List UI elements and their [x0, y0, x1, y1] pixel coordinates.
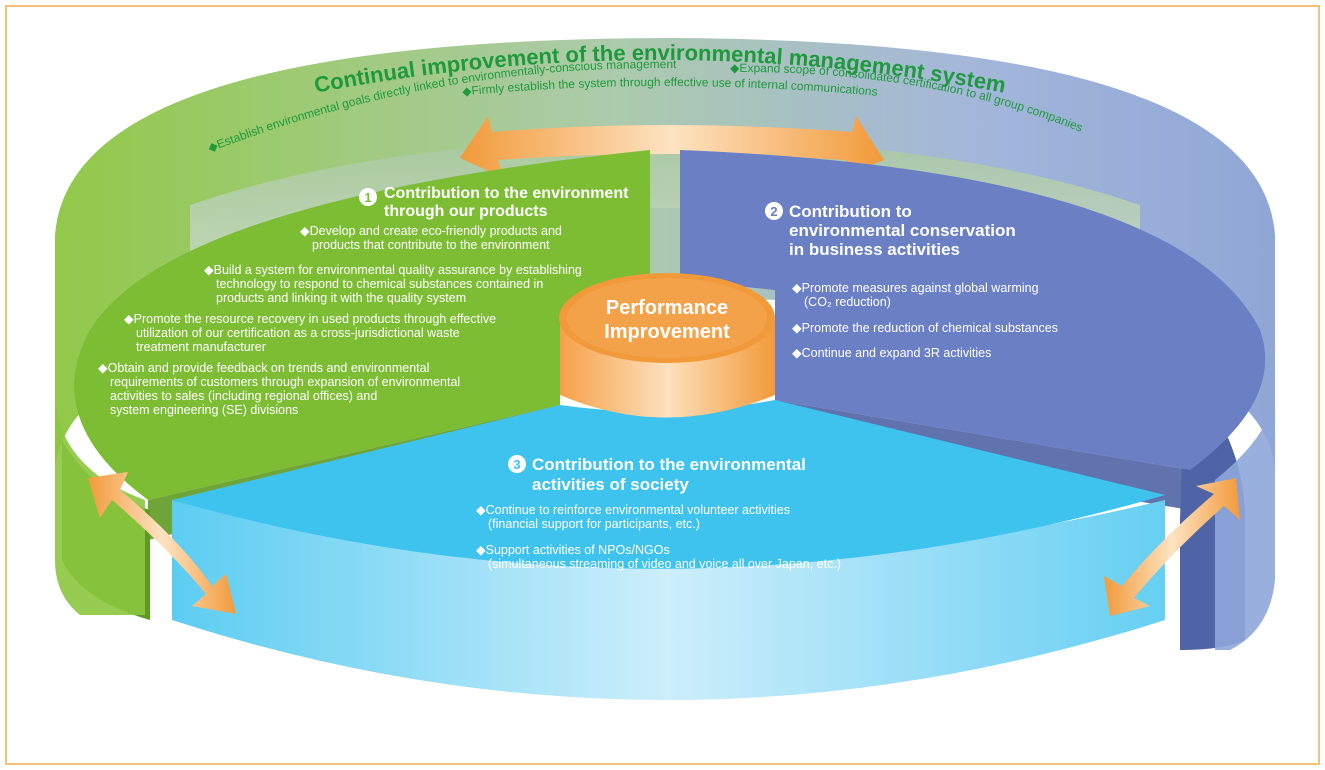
green-ring-front: [55, 230, 145, 615]
section1-item-4-line-4: system engineering (SE) divisions: [110, 403, 298, 417]
section3-items: ◆Continue to reinforce environmental vol…: [476, 503, 841, 571]
section1-item-3-line-1: ◆Promote the resource recovery in used p…: [124, 312, 496, 326]
section1-title-line1: Contribution to the environment: [384, 185, 629, 202]
section1-item-1-line-2: products that contribute to the environm…: [312, 238, 550, 252]
section3-item-2-line-2: (simultaneous streaming of video and voi…: [488, 557, 841, 571]
section1-number: 1: [364, 190, 371, 205]
section2-item-1-line-1: ◆Promote measures against global warming: [792, 281, 1039, 295]
blue-section-top: [680, 150, 1266, 470]
section1-item-3-line-2: utilization of our certification as a cr…: [136, 326, 460, 340]
outer-ring-back: [55, 38, 1275, 470]
section3-item-2-line-1: ◆Support activities of NPOs/NGOs: [476, 543, 670, 557]
section3-number-badge: [508, 455, 526, 473]
section1-items: ◆Develop and create eco-friendly product…: [98, 224, 582, 417]
section1-item-2-line-2: technology to respond to chemical substa…: [216, 277, 543, 291]
section1-item-3-line-3: treatment manufacturer: [136, 340, 266, 354]
section2-title-line2: environmental conservation: [789, 221, 1016, 240]
section1-item-1-line-1: ◆Develop and create eco-friendly product…: [300, 224, 562, 238]
center-label-line2: Improvement: [604, 321, 730, 343]
section2-item-2-line-1: ◆Promote the reduction of chemical subst…: [792, 321, 1058, 335]
section2-number: 2: [770, 204, 777, 219]
blue-ring-front: [1215, 230, 1275, 650]
section1-item-4-line-3: activities to sales (including regional …: [110, 389, 377, 403]
cyan-section-top: [172, 400, 1165, 569]
section2-title-line1: Contribution to: [789, 202, 912, 221]
section2-item-1-line-2: (CO₂ reduction): [804, 295, 891, 309]
section1-number-badge: [359, 188, 377, 206]
section2-item-3-line-1: ◆Continue and expand 3R activities: [792, 346, 991, 360]
section1-item-4-line-2: requirements of customers through expans…: [110, 375, 460, 389]
center-label-line1: Performance: [606, 297, 728, 319]
section1-item-2-line-3: products and linking it with the quality…: [216, 291, 466, 305]
section2-items: ◆Promote measures against global warming…: [792, 281, 1058, 360]
left-double-arrow: [88, 472, 236, 614]
section2-number-badge: [765, 202, 783, 220]
section3-title-line2: activities of society: [532, 475, 689, 494]
section1-item-4-line-1: ◆Obtain and provide feedback on trends a…: [98, 361, 429, 375]
section3-item-1-line-1: ◆Continue to reinforce environmental vol…: [476, 503, 790, 517]
section3-item-1-line-2: (financial support for participants, etc…: [488, 517, 700, 531]
section3-number: 3: [513, 457, 520, 472]
section2-title-line3: in business activities: [789, 240, 960, 259]
green-section-top: [74, 150, 650, 500]
outer-ring-inner-band: [190, 138, 1140, 260]
section1-item-2-line-1: ◆Build a system for environmental qualit…: [204, 263, 582, 277]
top-double-arrow: [460, 116, 884, 178]
section3-title-line1: Contribution to the environmental: [532, 455, 806, 474]
center-cylinder-highlight: [567, 278, 767, 358]
right-double-arrow: [1104, 478, 1240, 616]
section1-title-line2: through our products: [384, 203, 548, 220]
